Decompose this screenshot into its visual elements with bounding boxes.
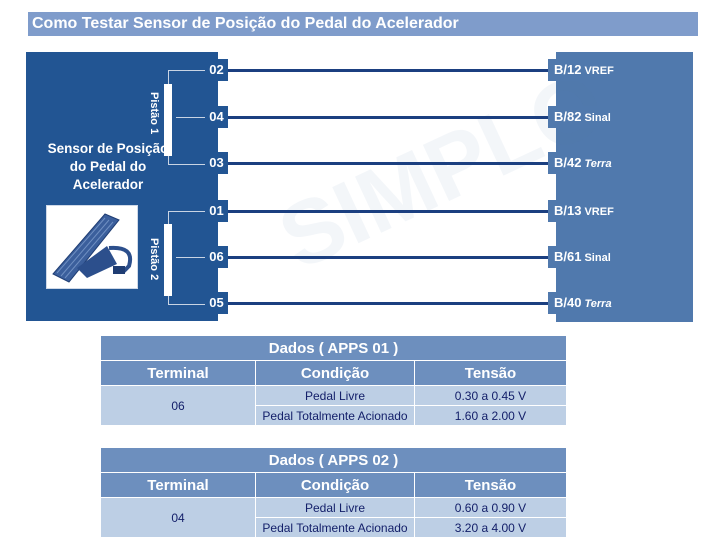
ecu-pin-label: B/13 — [554, 203, 582, 218]
sensor-pin: 03 — [205, 152, 228, 174]
ecu-pin-label: B/12 — [554, 62, 582, 77]
sensor-name: Sensor de Posição do Pedal do Acelerador — [47, 141, 169, 192]
col-header: Tensão — [414, 360, 567, 386]
voltage-cell: 3.20 a 4.00 V — [414, 517, 567, 538]
sensor-pin: 01 — [205, 200, 228, 222]
sensor-pin: 02 — [205, 59, 228, 81]
sensor-pin: 04 — [205, 106, 228, 128]
col-header: Terminal — [100, 472, 256, 498]
track1-wiper — [176, 117, 205, 118]
sensor-pin: 06 — [205, 246, 228, 268]
signal-label: Terra — [584, 158, 612, 170]
condition-cell: Pedal Totalmente Acionado — [255, 405, 415, 426]
ecu-block — [556, 52, 693, 322]
voltage-cell: 1.60 a 2.00 V — [414, 405, 567, 426]
signal-label: Sinal — [584, 252, 611, 264]
wire — [228, 256, 556, 259]
table-title: Dados ( APPS 02 ) — [100, 447, 567, 473]
wire — [228, 162, 556, 165]
track2-leads — [168, 211, 206, 305]
col-header: Condição — [255, 360, 415, 386]
sensor-pin: 05 — [205, 292, 228, 314]
terminal-cell: 06 — [100, 385, 256, 426]
voltage-cell: 0.60 a 0.90 V — [414, 497, 567, 518]
col-header: Tensão — [414, 472, 567, 498]
table-title: Dados ( APPS 01 ) — [100, 335, 567, 361]
page-title: Como Testar Sensor de Posição do Pedal d… — [28, 12, 698, 36]
track1-resistor — [164, 84, 172, 156]
ecu-pin-label: B/42 — [554, 155, 582, 170]
ecu-pin-label: B/40 — [554, 295, 582, 310]
condition-cell: Pedal Livre — [255, 385, 415, 406]
ecu-pin-label: B/82 — [554, 109, 582, 124]
condition-cell: Pedal Totalmente Acionado — [255, 517, 415, 538]
track2-label: Pistão 2 — [148, 238, 160, 281]
signal-label: VREF — [584, 206, 614, 218]
signal-label: Terra — [584, 298, 612, 310]
col-header: Condição — [255, 472, 415, 498]
ecu-pin-label: B/61 — [554, 249, 582, 264]
wire — [228, 69, 556, 72]
col-header: Terminal — [100, 360, 256, 386]
condition-cell: Pedal Livre — [255, 497, 415, 518]
pedal-image — [46, 205, 138, 289]
terminal-cell: 04 — [100, 497, 256, 538]
wire — [228, 116, 556, 119]
track2-resistor — [164, 224, 172, 296]
track1-label: Pistão 1 — [148, 92, 160, 135]
wire — [228, 302, 556, 305]
wire — [228, 210, 556, 213]
voltage-cell: 0.30 a 0.45 V — [414, 385, 567, 406]
signal-label: VREF — [584, 65, 614, 77]
signal-label: Sinal — [584, 112, 611, 124]
track2-wiper — [176, 257, 205, 258]
